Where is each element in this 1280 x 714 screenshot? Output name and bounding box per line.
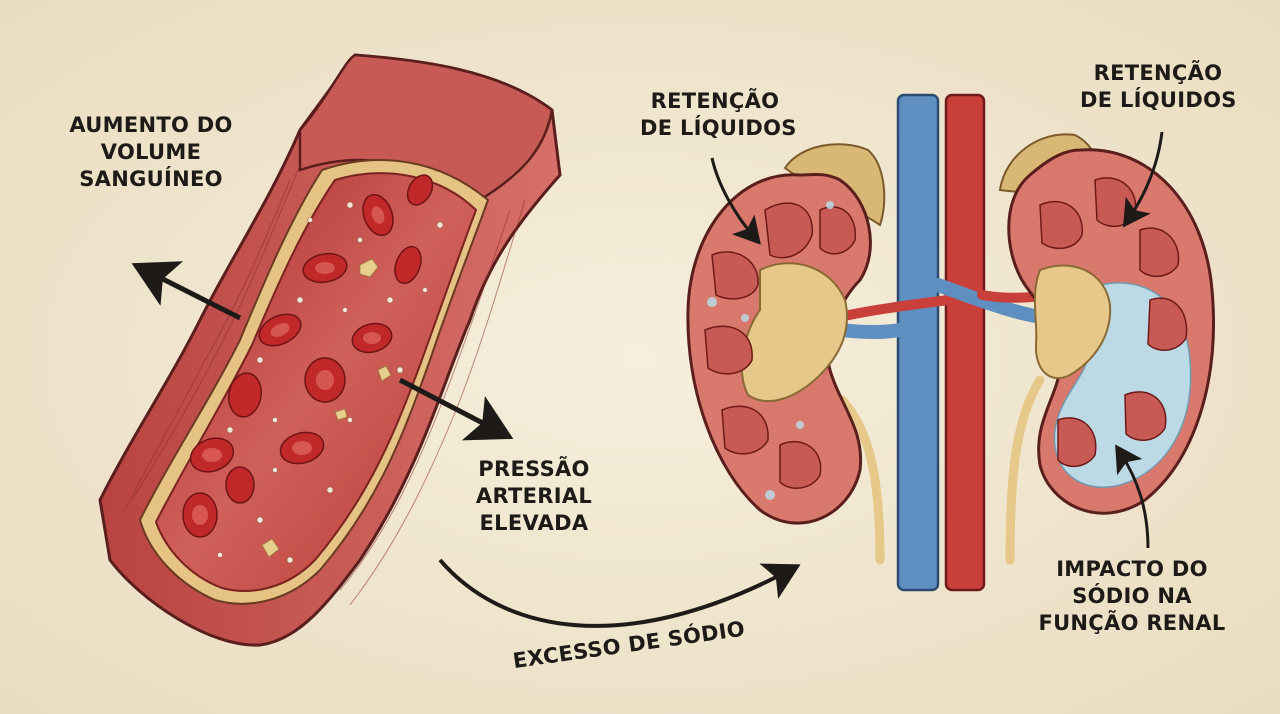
blood-volume-label: AUMENTO DO VOLUME SANGUÍNEO: [58, 112, 244, 193]
pressure-line-3: ELEVADA: [479, 511, 589, 535]
blood-volume-line-3: SANGUÍNEO: [79, 167, 223, 191]
ureter-right: [1005, 375, 1045, 565]
right-renal-pelvis: [1033, 264, 1112, 380]
blood-volume-line-2: VOLUME: [100, 140, 202, 164]
right-kidney: [998, 133, 1215, 515]
vena-cava: [896, 93, 940, 592]
retention-left-line-2: DE LÍQUIDOS: [640, 116, 797, 140]
blood-vessel: [98, 53, 562, 647]
pressure-line-1: PRESSÃO: [478, 457, 590, 481]
aorta: [944, 93, 986, 592]
retention-right-arrow: [1122, 131, 1164, 228]
renal-impact-arrow: [1115, 444, 1150, 549]
retention-right-line-1: RETENÇÃO: [1093, 61, 1223, 85]
renal-impact-line-1: IMPACTO DO: [1056, 557, 1208, 581]
renal-impact-line-2: SÓDIO NA: [1072, 584, 1192, 608]
volume-arrow: [131, 261, 242, 321]
left-kidney-fluid: [707, 201, 834, 500]
retention-left-arrow: [710, 157, 761, 245]
pressure-arrow: [398, 377, 514, 441]
great-vessels: [783, 93, 1085, 592]
retention-left-label: RETENÇÃO DE LÍQUIDOS: [640, 88, 797, 142]
pressure-label: PRESSÃO ARTERIAL ELEVADA: [470, 456, 598, 537]
sodium-excess-arrow: [438, 558, 801, 628]
plasma-deposits: [261, 258, 392, 558]
retention-left-line-1: RETENÇÃO: [650, 89, 780, 113]
blood-volume-line-1: AUMENTO DO: [69, 113, 233, 137]
red-blood-cell-centers: [192, 206, 385, 525]
left-renal-pyramids: [704, 202, 856, 489]
vessel-wall-texture: [124, 164, 526, 606]
sodium-particles: [217, 201, 444, 564]
left-kidney: [686, 143, 886, 525]
retention-right-line-2: DE LÍQUIDOS: [1080, 88, 1237, 112]
renal-impact-line-3: FUNÇÃO RENAL: [1038, 611, 1226, 635]
retention-right-label: RETENÇÃO DE LÍQUIDOS: [1080, 60, 1236, 114]
ureter-left: [837, 395, 885, 565]
pressure-line-2: ARTERIAL: [475, 484, 593, 508]
renal-impact-label: IMPACTO DO SÓDIO NA FUNÇÃO RENAL: [1032, 556, 1232, 637]
